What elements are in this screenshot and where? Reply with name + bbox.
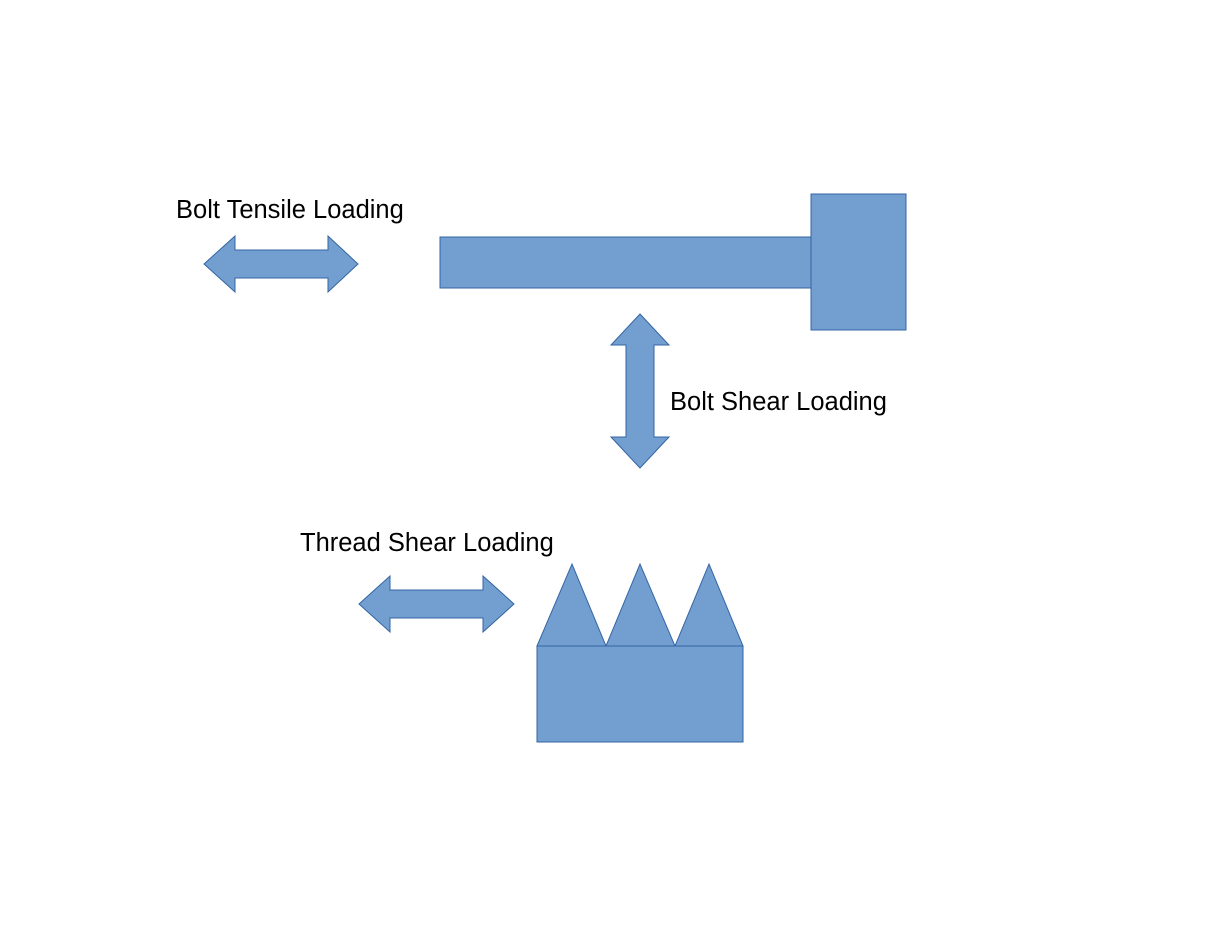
thread-tooth-1: [536, 562, 607, 647]
thread-shear-label: Thread Shear Loading: [300, 529, 554, 557]
thread-shear-double-arrow-icon: [358, 574, 515, 634]
thread-section: [536, 562, 744, 743]
bolt-shear-double-arrow-icon: [609, 313, 671, 469]
bolt-head: [810, 193, 907, 331]
bolt-shank: [439, 236, 812, 289]
thread-tooth-2: [605, 562, 676, 647]
bolt-shear-label: Bolt Shear Loading: [670, 388, 887, 416]
bolt: [439, 193, 907, 331]
thread-tooth-3: [674, 562, 744, 647]
bolt-tensile-label: Bolt Tensile Loading: [176, 196, 404, 224]
thread-base: [536, 645, 744, 743]
tensile-double-arrow-icon: [203, 234, 359, 294]
